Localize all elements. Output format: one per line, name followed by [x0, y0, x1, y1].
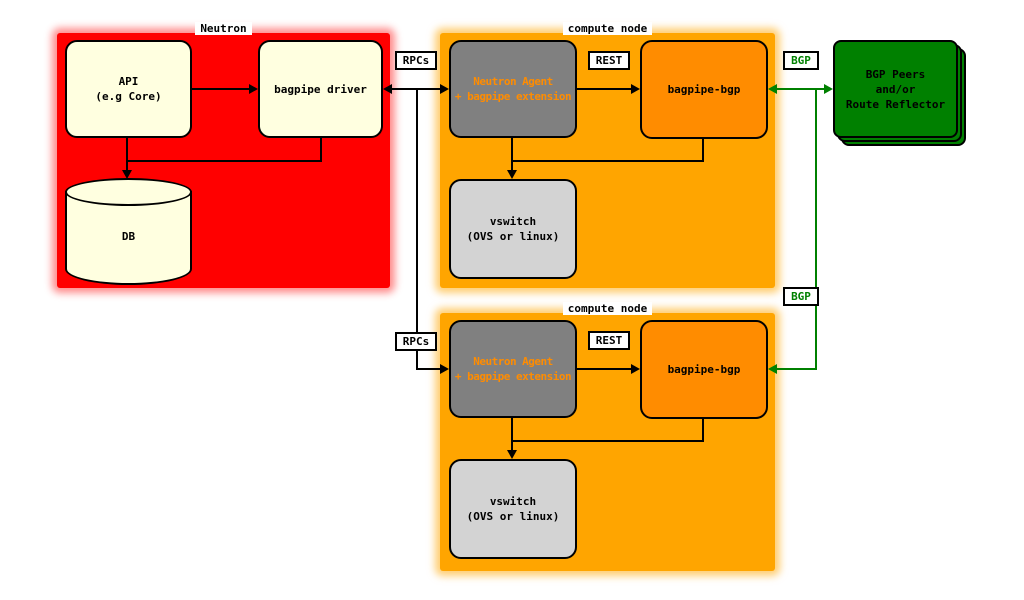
edge-api-down — [126, 138, 128, 170]
agent-1-label-line1: Neutron Agent — [473, 75, 553, 88]
edge-api-driver — [192, 88, 249, 90]
vswitch-1-label-line2: (OVS or linux) — [466, 230, 560, 243]
arrowhead-vswitch-2 — [507, 450, 517, 459]
bagpipe-driver-box: bagpipe driver — [258, 40, 383, 138]
vswitch-2-label-line2: (OVS or linux) — [466, 510, 560, 523]
arrowhead-rest-2 — [631, 364, 640, 374]
edge-rpcs-2 — [416, 368, 440, 370]
agent-1-label-line2: + bagpipe extension — [454, 90, 572, 103]
bagpipe-driver-label: bagpipe driver — [274, 82, 367, 96]
edge-rpcs-branch — [416, 89, 418, 370]
bgp-label-2: BGP — [783, 287, 819, 306]
agent-2-label-line2: + bagpipe extension — [454, 370, 572, 383]
arrowhead-bgp-right — [824, 84, 833, 94]
arrowhead-rpcs-right-2 — [440, 364, 449, 374]
edge-vswitch1-horizontal — [511, 160, 704, 162]
edge-bagpipe2-down — [702, 419, 704, 442]
arrowhead-bgp-left-2 — [768, 364, 777, 374]
arrowhead-api-driver — [249, 84, 258, 94]
rpcs-label-2: RPCs — [395, 332, 437, 351]
db-label: DB — [121, 230, 136, 243]
arrowhead-rest-1 — [631, 84, 640, 94]
rest-label-2: REST — [588, 331, 630, 350]
db-cylinder: DB — [65, 178, 192, 285]
bagpipe-bgp-box-1: bagpipe-bgp — [640, 40, 768, 139]
vswitch-box-1: vswitch (OVS or linux) — [449, 179, 577, 279]
vswitch-1-label-line1: vswitch — [489, 215, 537, 228]
arrowhead-vswitch-1 — [507, 170, 517, 179]
agent-2-label-line1: Neutron Agent — [473, 355, 553, 368]
edge-bgp-1 — [777, 88, 824, 90]
bgp-peers-label-line3: Route Reflector — [845, 97, 946, 111]
db-cylinder-body — [65, 191, 192, 285]
db-cylinder-top — [65, 178, 192, 206]
edge-db-horizontal — [126, 160, 322, 162]
arrowhead-rpcs-left — [383, 84, 392, 94]
edge-agent2-down — [511, 418, 513, 451]
neutron-agent-box-1: Neutron Agent + bagpipe extension — [449, 40, 577, 138]
api-box: API (e.g Core) — [65, 40, 192, 138]
edge-rest-2 — [577, 368, 631, 370]
edge-bgp-2 — [777, 368, 817, 370]
edge-rest-1 — [577, 88, 631, 90]
bgp-peers-label-line2: and/or — [875, 82, 916, 96]
edge-driver-down — [320, 138, 322, 162]
bgp-peers-stack: BGP Peers and/or Route Reflector — [833, 40, 968, 148]
vswitch-2-label-line1: vswitch — [489, 495, 537, 508]
bgp-peers-box: BGP Peers and/or Route Reflector — [833, 40, 958, 138]
edge-vswitch2-horizontal — [511, 440, 704, 442]
arrowhead-rpcs-right-1 — [440, 84, 449, 94]
vswitch-box-2: vswitch (OVS or linux) — [449, 459, 577, 559]
rpcs-label-1: RPCs — [395, 51, 437, 70]
bagpipe-bgp-1-label: bagpipe-bgp — [667, 83, 741, 96]
bagpipe-bgp-box-2: bagpipe-bgp — [640, 320, 768, 419]
edge-bgp-branch — [815, 89, 817, 370]
bgp-peers-label-line1: BGP Peers — [865, 67, 926, 81]
neutron-agent-box-2: Neutron Agent + bagpipe extension — [449, 320, 577, 418]
arrowhead-bgp-left-1 — [768, 84, 777, 94]
arrowhead-db — [122, 170, 132, 179]
bgp-label-1: BGP — [783, 51, 819, 70]
edge-agent1-down — [511, 138, 513, 171]
api-label-line1: API — [118, 75, 139, 88]
rest-label-1: REST — [588, 51, 630, 70]
edge-bagpipe1-down — [702, 139, 704, 162]
bagpipe-bgp-2-label: bagpipe-bgp — [667, 363, 741, 376]
api-label-line2: (e.g Core) — [95, 90, 162, 103]
